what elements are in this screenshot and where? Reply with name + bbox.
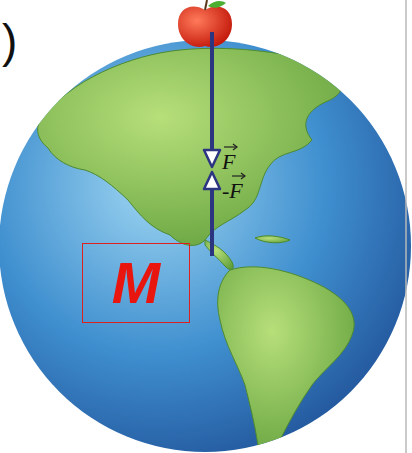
cut-off-text: ) xyxy=(2,18,17,64)
reaction-force-label: -F xyxy=(222,180,243,202)
mass-box: M xyxy=(82,243,190,323)
mass-symbol: M xyxy=(112,254,160,312)
force-label: F xyxy=(222,151,235,173)
